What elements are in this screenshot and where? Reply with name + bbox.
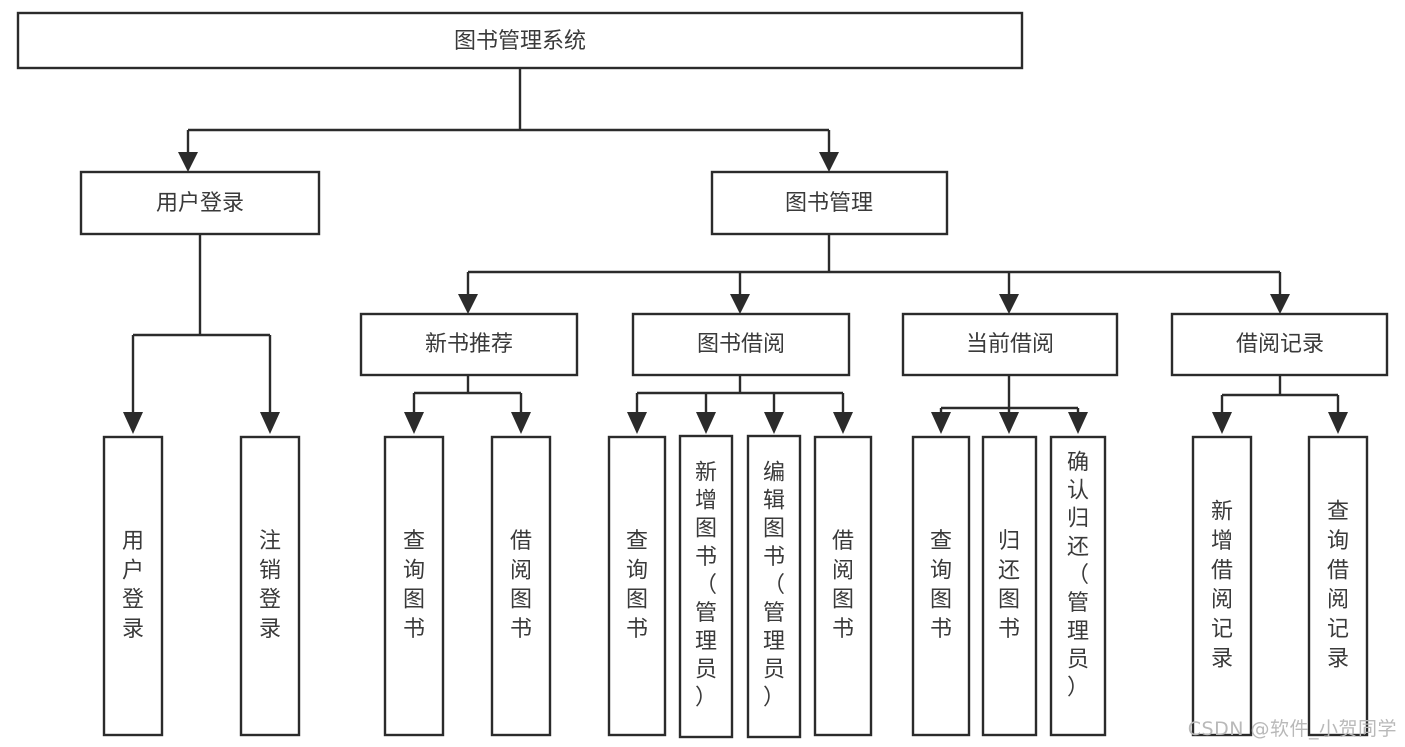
arrow-icon-to-current bbox=[999, 294, 1019, 314]
leaf-recommend-query-book[interactable]: 查询图书 bbox=[383, 435, 445, 737]
arrow-icon-to-leaf-rec-query bbox=[404, 412, 424, 434]
arrow-icon-to-recommend bbox=[458, 294, 478, 314]
leaf-borrow-borrow-book[interactable]: 借阅图书 bbox=[813, 435, 873, 737]
arrow-icon-to-leaf-cur-query bbox=[931, 412, 951, 434]
leaf-logout[interactable]: 注销登录 bbox=[239, 435, 301, 737]
node-root-label: 图书管理系统 bbox=[454, 29, 586, 54]
arrowheads-layer bbox=[123, 152, 1348, 434]
arrow-icon-to-leaf-rcd-query bbox=[1328, 412, 1348, 434]
leaf-current-return-book[interactable]: 归还图书 bbox=[981, 435, 1038, 737]
node-borrow-record-box[interactable] bbox=[1170, 312, 1389, 377]
leaf-recommend-borrow-book-label: 借阅图书 bbox=[510, 529, 532, 642]
leaf-recommend-query-book-label: 查询图书 bbox=[403, 529, 425, 642]
node-book-borrow-label: 图书借阅 bbox=[697, 332, 785, 357]
node-new-book-recommend-label: 新书推荐 bbox=[425, 332, 513, 357]
leaf-user-login-box[interactable] bbox=[102, 435, 164, 737]
node-book-management-box[interactable] bbox=[710, 170, 949, 236]
node-root-box[interactable] bbox=[16, 11, 1024, 70]
leaf-user-login[interactable]: 用户登录 bbox=[102, 435, 164, 737]
leaf-current-query-book-box[interactable] bbox=[911, 435, 971, 737]
leaf-borrow-edit-book-label: 编辑图书（管理员） bbox=[763, 460, 785, 710]
node-current-borrow[interactable]: 当前借阅 bbox=[901, 312, 1119, 377]
leaf-current-query-book-label: 查询图书 bbox=[930, 529, 952, 642]
arrow-icon-to-leaf-rcd-add bbox=[1212, 412, 1232, 434]
leaf-current-confirm-return[interactable]: 确认归还（管理员） bbox=[1049, 435, 1107, 737]
leaf-borrow-query-book[interactable]: 查询图书 bbox=[607, 435, 667, 737]
node-new-book-recommend-box[interactable] bbox=[359, 312, 579, 377]
leaf-current-query-book[interactable]: 查询图书 bbox=[911, 435, 971, 737]
leaf-current-confirm-return-box[interactable] bbox=[1049, 435, 1107, 737]
connectors-layer bbox=[131, 68, 1340, 412]
arrow-icon-to-leaf-user-login bbox=[123, 412, 143, 434]
node-user-login[interactable]: 用户登录 bbox=[79, 170, 321, 236]
arrow-icon-to-record bbox=[1270, 294, 1290, 314]
leaf-logout-box[interactable] bbox=[239, 435, 301, 737]
arrow-icon-to-leaf-cur-confirm bbox=[1068, 412, 1088, 434]
leaf-recommend-borrow-book[interactable]: 借阅图书 bbox=[490, 435, 552, 737]
arrow-icon-to-leaf-brw-add bbox=[696, 412, 716, 434]
leaf-record-query-record-label: 查询借阅记录 bbox=[1327, 499, 1349, 671]
arrow-icon-to-leaf-brw-query bbox=[627, 412, 647, 434]
leaf-borrow-query-book-box[interactable] bbox=[607, 435, 667, 737]
leaf-current-confirm-return-label: 确认归还（管理员） bbox=[1067, 450, 1089, 700]
leaf-record-add-record-box[interactable] bbox=[1191, 435, 1253, 737]
leaf-recommend-query-book-box[interactable] bbox=[383, 435, 445, 737]
leaf-borrow-edit-book[interactable]: 编辑图书（管理员） bbox=[746, 434, 802, 739]
leaf-record-add-record-label: 新增借阅记录 bbox=[1211, 499, 1233, 671]
arrow-icon-to-book-mgmt bbox=[819, 152, 839, 172]
node-book-management-label: 图书管理 bbox=[785, 191, 873, 216]
leaf-logout-label: 注销登录 bbox=[259, 529, 281, 642]
leaf-user-login-label: 用户登录 bbox=[122, 529, 144, 642]
arrow-icon-to-leaf-cur-return bbox=[999, 412, 1019, 434]
node-borrow-record-label: 借阅记录 bbox=[1236, 332, 1324, 357]
leaf-borrow-borrow-book-box[interactable] bbox=[813, 435, 873, 737]
leaf-borrow-add-book-box[interactable] bbox=[678, 434, 734, 739]
leaf-borrow-query-book-label: 查询图书 bbox=[626, 529, 648, 642]
arrow-icon-to-borrow bbox=[730, 294, 750, 314]
leaf-borrow-add-book-label: 新增图书（管理员） bbox=[695, 460, 717, 710]
node-user-login-box[interactable] bbox=[79, 170, 321, 236]
node-root[interactable]: 图书管理系统 bbox=[16, 11, 1024, 70]
leaf-recommend-borrow-book-box[interactable] bbox=[490, 435, 552, 737]
node-current-borrow-label: 当前借阅 bbox=[966, 332, 1054, 357]
arrow-icon-to-user-login bbox=[178, 152, 198, 172]
arrow-icon-to-leaf-brw-borrow bbox=[833, 412, 853, 434]
node-current-borrow-box[interactable] bbox=[901, 312, 1119, 377]
node-book-management[interactable]: 图书管理 bbox=[710, 170, 949, 236]
node-user-login-label: 用户登录 bbox=[156, 191, 244, 216]
leaf-record-query-record[interactable]: 查询借阅记录 bbox=[1307, 435, 1369, 737]
arrow-icon-to-leaf-brw-edit bbox=[764, 412, 784, 434]
leaf-record-add-record[interactable]: 新增借阅记录 bbox=[1191, 435, 1253, 737]
arrow-icon-to-leaf-rec-borrow bbox=[511, 412, 531, 434]
leaf-current-return-book-box[interactable] bbox=[981, 435, 1038, 737]
node-book-borrow-box[interactable] bbox=[631, 312, 851, 377]
leaf-borrow-edit-book-box[interactable] bbox=[746, 434, 802, 739]
node-borrow-record[interactable]: 借阅记录 bbox=[1170, 312, 1389, 377]
leaf-borrow-borrow-book-label: 借阅图书 bbox=[832, 529, 854, 642]
leaf-record-query-record-box[interactable] bbox=[1307, 435, 1369, 737]
leaf-borrow-add-book[interactable]: 新增图书（管理员） bbox=[678, 434, 734, 739]
node-book-borrow[interactable]: 图书借阅 bbox=[631, 312, 851, 377]
leaf-current-return-book-label: 归还图书 bbox=[998, 529, 1020, 642]
arrow-icon-to-leaf-logout bbox=[260, 412, 280, 434]
node-new-book-recommend[interactable]: 新书推荐 bbox=[359, 312, 579, 377]
